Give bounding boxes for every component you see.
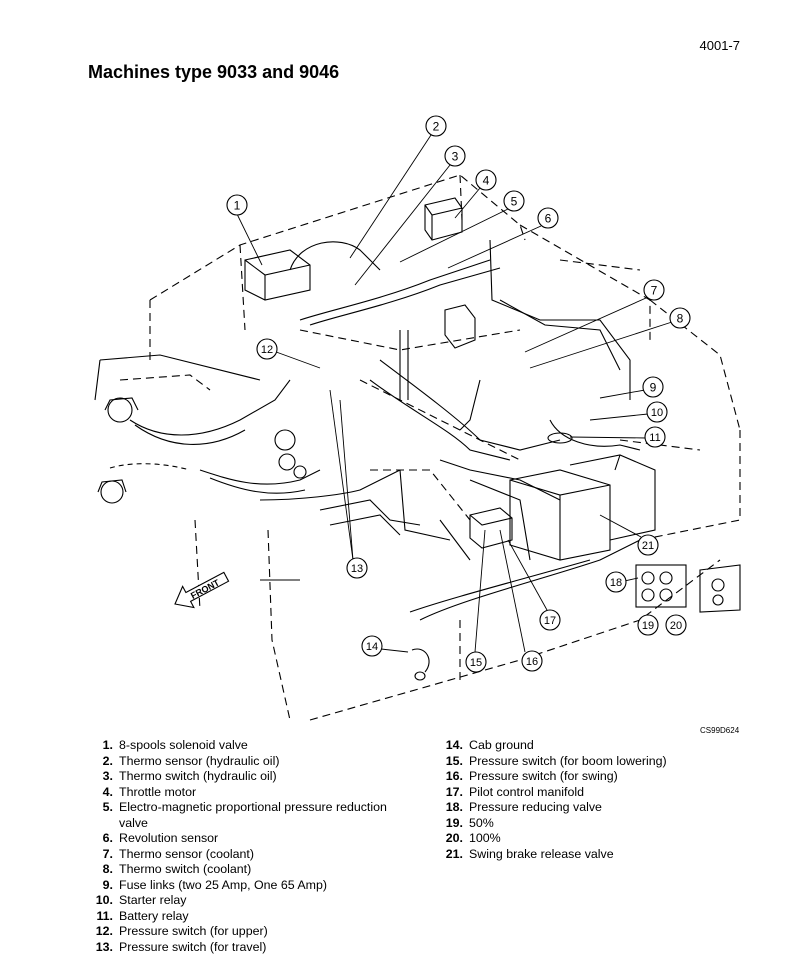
callout-13: 13 <box>346 557 368 579</box>
callout-7: 7 <box>643 279 665 301</box>
svg-text:15: 15 <box>470 657 482 669</box>
svg-text:16: 16 <box>526 656 538 668</box>
legend-item: 11.Battery relay <box>96 908 189 923</box>
wiring-diagram: FRONT 1 2 3 4 5 6 7 8 9 10 11 12 13 14 1… <box>94 115 741 721</box>
callout-5: 5 <box>503 190 525 212</box>
callout-17: 17 <box>539 609 561 631</box>
leader-lines <box>236 134 673 653</box>
callout-6: 6 <box>537 207 559 229</box>
legend-item: 2.Thermo sensor (hydraulic oil) <box>102 753 280 768</box>
svg-text:14: 14 <box>366 641 378 653</box>
svg-text:8: 8 <box>677 312 684 326</box>
svg-text:18: 18 <box>610 577 622 589</box>
svg-text:11: 11 <box>649 432 660 444</box>
svg-text:1: 1 <box>234 199 241 213</box>
legend-item: 18.Pressure reducing valve <box>445 800 602 814</box>
legend-item: 12.Pressure switch (for upper) <box>95 924 268 938</box>
legend-item: 14.Cab ground <box>445 738 534 752</box>
svg-text:13: 13 <box>351 563 363 575</box>
page-title: Machines type 9033 and 9046 <box>88 62 340 82</box>
pressure-reducing-valve-shape <box>635 564 687 608</box>
svg-text:20: 20 <box>670 620 682 632</box>
callout-11: 11 <box>644 426 666 448</box>
callout-2: 2 <box>425 115 447 137</box>
svg-text:9: 9 <box>650 381 657 395</box>
callout-14: 14 <box>361 635 383 657</box>
svg-text:10: 10 <box>651 407 663 419</box>
svg-text:7: 7 <box>651 284 658 298</box>
callout-3: 3 <box>444 145 466 167</box>
valve-detail-shape <box>699 564 741 613</box>
machine-outline <box>119 174 741 721</box>
legend-item: 20.100% <box>445 831 501 845</box>
battery-shape <box>509 454 656 561</box>
svg-text:21: 21 <box>642 540 654 552</box>
legend-item: 8.Thermo switch (coolant) <box>102 862 252 876</box>
legend-item: 4.Throttle motor <box>102 784 197 799</box>
svg-text:5: 5 <box>511 195 518 209</box>
callout-15: 15 <box>465 651 487 673</box>
legend-left: 1.8-spools solenoid valve 2.Thermo senso… <box>86 738 406 955</box>
callout-21: 21 <box>637 534 659 556</box>
figure-code: CS99D624 <box>700 726 740 735</box>
callout-8: 8 <box>669 307 691 329</box>
legend-item: 6.Revolution sensor <box>102 831 219 845</box>
svg-text:17: 17 <box>544 615 556 627</box>
legend-item: 7.Thermo sensor (coolant) <box>102 846 254 861</box>
legend-item: 21.Swing brake release valve <box>445 846 614 861</box>
svg-text:2: 2 <box>433 120 440 134</box>
front-arrow: FRONT <box>174 571 230 609</box>
legend-item: 1.8-spools solenoid valve <box>102 738 248 752</box>
svg-text:4: 4 <box>483 174 490 188</box>
svg-text:19: 19 <box>642 620 654 632</box>
legend-item: 15.Pressure switch (for boom lowering) <box>445 753 667 768</box>
callout-4: 4 <box>475 169 497 191</box>
legend-item: 13.Pressure switch (for travel) <box>95 939 267 954</box>
svg-text:12: 12 <box>261 344 273 356</box>
callout-10: 10 <box>646 401 668 423</box>
callout-18: 18 <box>605 571 627 593</box>
svg-text:6: 6 <box>545 212 552 226</box>
page-number: 4001-7 <box>699 38 740 53</box>
callout-20: 20 <box>665 614 687 636</box>
legend-item: 3.Thermo switch (hydraulic oil) <box>102 769 277 783</box>
legend-item: 9.Fuse links (two 25 Amp, One 65 Amp) <box>102 877 327 892</box>
wire-harness <box>129 239 641 621</box>
legend-item: 19.50% <box>445 815 494 830</box>
callout-1: 1 <box>226 194 248 216</box>
legend-item: 10.Starter relay <box>95 893 187 907</box>
callout-group: 1 2 3 4 5 6 7 8 9 10 11 12 13 14 15 16 1… <box>226 115 691 673</box>
solenoid-valve-shape <box>244 249 311 301</box>
throttle-motor-shape <box>424 197 463 241</box>
callout-9: 9 <box>642 376 664 398</box>
legend-right: 14.Cab ground 15.Pressure switch (for bo… <box>436 738 736 862</box>
callout-19: 19 <box>637 614 659 636</box>
legend-item: 16.Pressure switch (for swing) <box>445 769 618 783</box>
legend-item: 5.Electro-magnetic proportional pressure… <box>102 800 387 830</box>
legend-item: 17.Pilot control manifold <box>445 784 585 799</box>
callout-16: 16 <box>521 650 543 672</box>
callout-12: 12 <box>256 338 278 360</box>
front-label: FRONT <box>189 577 222 601</box>
svg-text:3: 3 <box>452 150 459 164</box>
